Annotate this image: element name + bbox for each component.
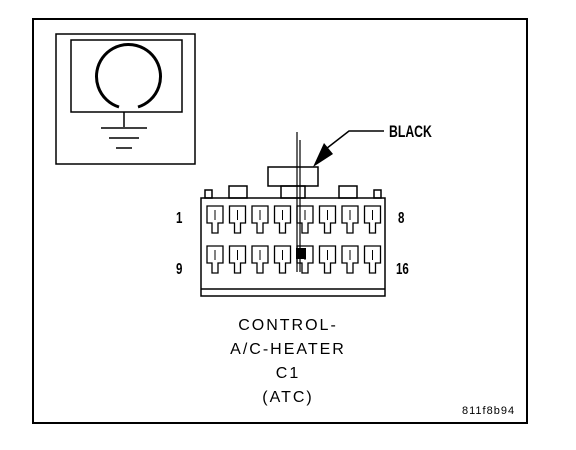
- terminal-cavity: [251, 205, 269, 234]
- wire-color-label: BLACK: [389, 122, 432, 141]
- terminal-cavity: [228, 205, 247, 234]
- connector-caption-line-1: CONTROL-: [238, 317, 338, 334]
- terminal-cavity: [296, 205, 314, 234]
- terminal-cavity: [206, 245, 224, 274]
- terminal-cavity: [228, 245, 247, 274]
- pin-number-9: 9: [176, 261, 183, 278]
- terminal-cavity: [318, 205, 337, 234]
- terminal-cavity: [341, 245, 359, 274]
- ground-symbol-icon: [55, 33, 196, 165]
- wire-marker: [296, 130, 384, 272]
- connector-caption-line-4: (ATC): [262, 389, 314, 406]
- connector-caption-line-3: C1: [275, 365, 301, 382]
- pin-number-8: 8: [398, 210, 405, 227]
- terminal-cavity: [273, 205, 292, 234]
- terminal-cavity: [296, 245, 314, 274]
- terminal-cavity: [206, 205, 224, 234]
- pin-number-16: 16: [396, 261, 409, 278]
- figure-code: 811f8b94: [462, 405, 516, 417]
- connector-body: [200, 166, 386, 297]
- terminal-cavity: [251, 245, 269, 274]
- connector-cavities: [206, 205, 382, 274]
- terminal-cavity: [318, 245, 337, 274]
- terminal-cavity: [363, 245, 382, 274]
- connector-caption-line-2: A/C-HEATER: [230, 341, 346, 358]
- pin-number-1: 1: [176, 210, 183, 227]
- terminal-cavity: [341, 205, 359, 234]
- terminal-cavity: [363, 205, 382, 234]
- diagram-frame: [32, 18, 528, 424]
- terminal-cavity: [273, 245, 292, 274]
